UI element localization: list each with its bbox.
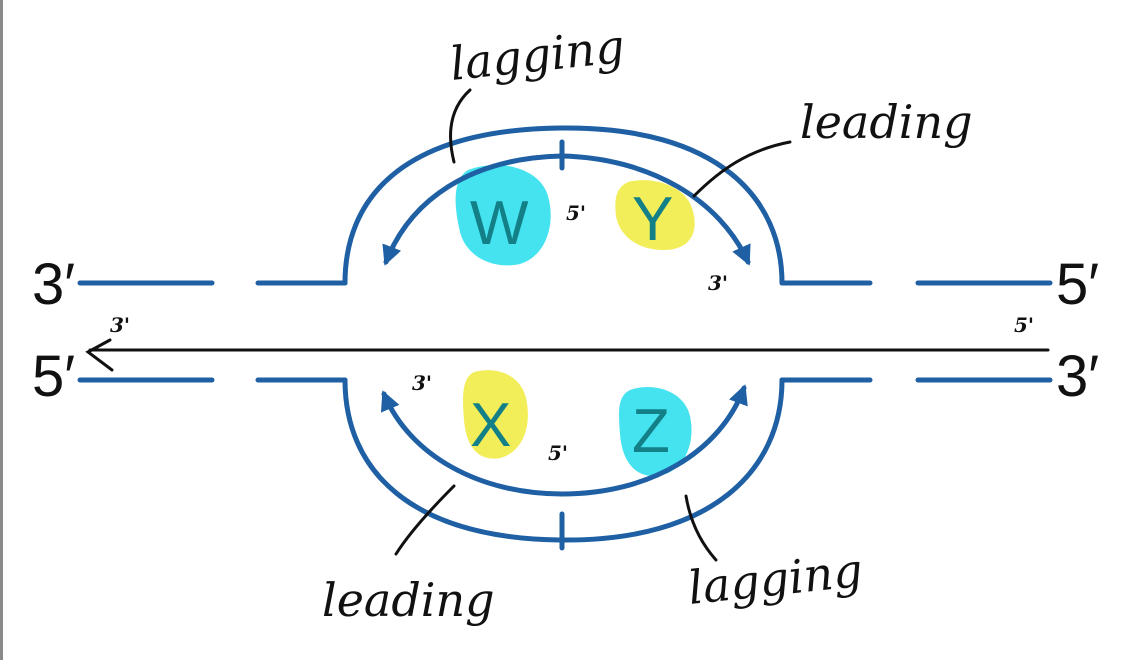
end-label-bottom-right: 3′: [1056, 344, 1099, 409]
prime-3-bottom-left: 3': [412, 371, 432, 395]
label-top-lagging: lagging: [448, 19, 628, 91]
left-border: [0, 0, 3, 660]
prime-5-bottom: 5': [548, 441, 568, 465]
pointer-bottom-leading: [394, 484, 456, 556]
primer-line: [85, 338, 1050, 372]
highlight-y: [615, 180, 695, 250]
outer-top-strand: [342, 125, 785, 286]
pointer-lines: [394, 88, 792, 562]
fragment-label-x: X: [470, 391, 511, 460]
pointer-bottom-lagging: [684, 494, 718, 562]
end-label-top-right: 5′: [1056, 252, 1099, 317]
daughter-strands: [380, 153, 751, 497]
highlight-z: [619, 387, 692, 477]
prime-3-top-right: 3': [708, 271, 728, 295]
prime-5-far-right: 5': [1014, 313, 1034, 337]
primer-arrowhead: [85, 338, 114, 372]
top-right-new-strand: [559, 153, 751, 266]
highlight-w: [455, 165, 551, 266]
top-left-new-strand: [382, 153, 565, 266]
prime-5-top: 5': [566, 201, 586, 225]
fragment-label-y: Y: [632, 185, 673, 254]
label-top-leading: leading: [800, 95, 973, 149]
end-label-top-left: 3′: [32, 252, 75, 317]
bottom-left-new-strand: [380, 390, 565, 497]
fragment-label-w: W: [470, 189, 529, 258]
highlight-x: [463, 370, 528, 459]
prime-3-far-left: 3': [110, 313, 130, 337]
pointer-top-leading: [692, 140, 792, 198]
highlight-blobs: [455, 165, 695, 477]
end-label-bottom-left: 5′: [32, 344, 75, 409]
parental-strands: [77, 125, 1053, 551]
pointer-top-lagging: [449, 88, 472, 164]
bottom-right-new-strand: [559, 384, 748, 497]
label-bottom-leading: leading: [322, 573, 495, 627]
fragment-label-z: Z: [632, 397, 670, 466]
